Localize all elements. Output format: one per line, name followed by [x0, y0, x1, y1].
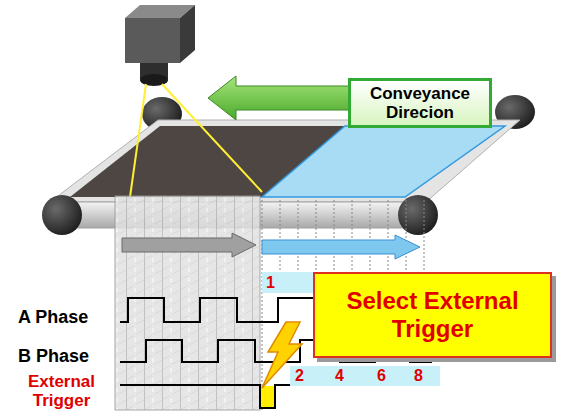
view-line	[130, 84, 146, 197]
direction-box: Conveyance Direcion	[348, 78, 492, 128]
signal-name: A Phase	[18, 306, 118, 328]
blue-workpiece	[262, 126, 505, 197]
scan-line	[262, 200, 263, 410]
gray-arrow	[122, 233, 256, 257]
a-phase-wave	[120, 298, 330, 322]
callout-number: 4	[335, 366, 355, 386]
front-roller	[398, 195, 438, 235]
front-roller	[42, 195, 82, 235]
callout-number: 1	[266, 273, 286, 293]
box-content: Select External Trigger	[323, 287, 542, 343]
trigger-wave	[120, 385, 290, 408]
callout-number: 6	[377, 366, 397, 386]
box-text: Select External Trigger	[323, 287, 542, 343]
direction-arrow	[208, 76, 350, 120]
blue-arrow	[262, 235, 420, 259]
signal-name: External Trigger	[14, 372, 109, 410]
camera-side	[180, 5, 195, 63]
callout-number: 8	[414, 366, 434, 386]
signal-name: B Phase	[18, 345, 118, 367]
camera-lens-end	[140, 74, 168, 86]
belt-frame	[50, 120, 520, 202]
trigger-pulse-fill	[260, 386, 275, 408]
callout-number: 2	[295, 366, 315, 386]
box-text: Conveyance Direcion	[357, 84, 483, 122]
camera-front	[125, 18, 180, 63]
box-content: Conveyance Direcion	[357, 84, 483, 122]
number-strip	[290, 366, 440, 386]
callout-box: Select External Trigger	[313, 272, 552, 358]
captured-region	[115, 196, 260, 410]
